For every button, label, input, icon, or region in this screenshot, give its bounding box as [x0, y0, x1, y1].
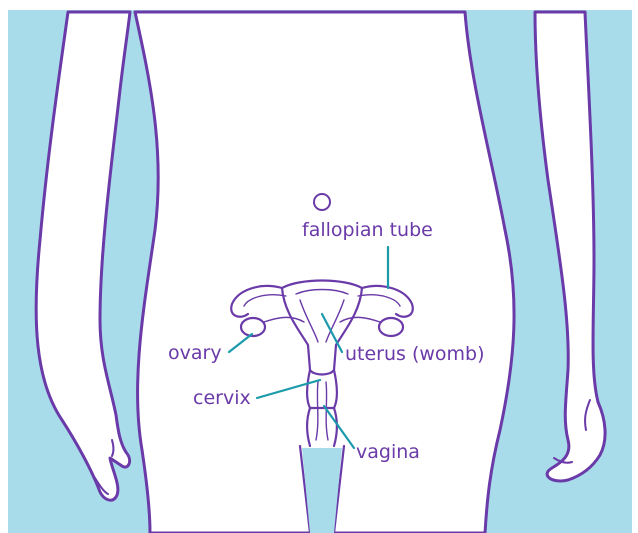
label-fallopian-tube: fallopian tube: [302, 219, 433, 241]
left-ovary: [241, 318, 265, 336]
label-uterus: uterus (womb): [345, 343, 485, 365]
label-ovary: ovary: [168, 342, 222, 364]
label-cervix: cervix: [193, 387, 251, 409]
right-ovary: [379, 318, 403, 336]
label-vagina: vagina: [356, 441, 420, 463]
